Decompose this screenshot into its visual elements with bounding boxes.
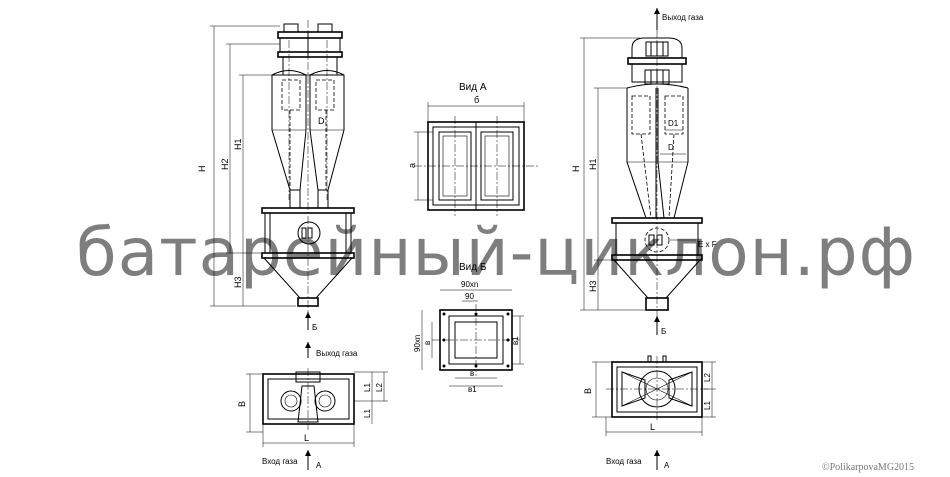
copyright-text: ©PolikarpovaMG2015 [822,462,914,473]
dim-h-right-label: H [571,166,581,173]
view-b-v-label: в [470,369,474,378]
right-plan-l1-label: L1 [703,401,712,410]
left-plan-view: Выход газа B L L1 L2 L1 Вход газа A [237,342,388,470]
view-a: Вид А б а [407,82,538,216]
left-arrow-a-label: A [316,461,322,470]
right-front-view: Выход газа D1 D E x F [571,8,717,336]
plan-l1-label-bottom: L1 [363,409,372,418]
right-arrow-a-label: A [664,461,670,470]
view-b: Вид Б 90xn 90 90xn в в1 в в1 [413,262,524,394]
left-gas-out-label: Выход газа [316,349,358,358]
right-plan-view: B L L2 L1 Вход газа A [583,355,716,470]
dim-h1-label: H1 [233,138,243,150]
dim-d-label: D [318,116,325,126]
right-gas-in-label: Вход газа [606,457,642,466]
view-a-b-label: б [474,95,479,105]
plan-l1-label-top: L1 [363,383,372,392]
plan-l2-label: L2 [375,383,384,392]
dim-h3-label: H3 [233,276,243,288]
watermark-text: батарейный-циклон.рф [76,214,916,291]
view-b-v-side-label: в [423,341,432,345]
dim-h3-right-label: H3 [588,280,598,292]
dim-h2-label: H2 [220,158,230,170]
plan-b-label: B [237,401,247,407]
left-gas-in-label: Вход газа [262,457,298,466]
dim-d-right-label: D [668,143,674,152]
view-a-a-label: а [407,163,417,168]
view-b-90xn-label: 90xn [461,280,478,289]
dim-h-label: H [197,166,207,173]
view-b-90-label: 90 [465,292,474,301]
view-b-90xn-side-label: 90xn [413,335,422,352]
right-plan-l-label: L [650,422,655,432]
dim-d1-label: D1 [668,119,679,128]
view-b-v1-label: в1 [468,385,477,394]
right-gas-out-label: Выход газа [662,13,704,22]
view-b-title: Вид Б [459,262,487,273]
left-front-view: D Б H H2 H1 H3 [197,20,355,332]
left-arrow-b-label: Б [312,323,317,332]
view-b-v1-side-label: в1 [511,336,520,345]
plan-l-label: L [304,433,309,443]
right-plan-l2-label: L2 [703,373,712,382]
view-a-title: Вид А [459,82,487,93]
dim-exf-label: E x F [698,240,717,249]
right-arrow-b-label: Б [661,327,666,336]
right-plan-b-label: B [583,388,593,394]
dim-h1-right-label: H1 [588,158,598,170]
